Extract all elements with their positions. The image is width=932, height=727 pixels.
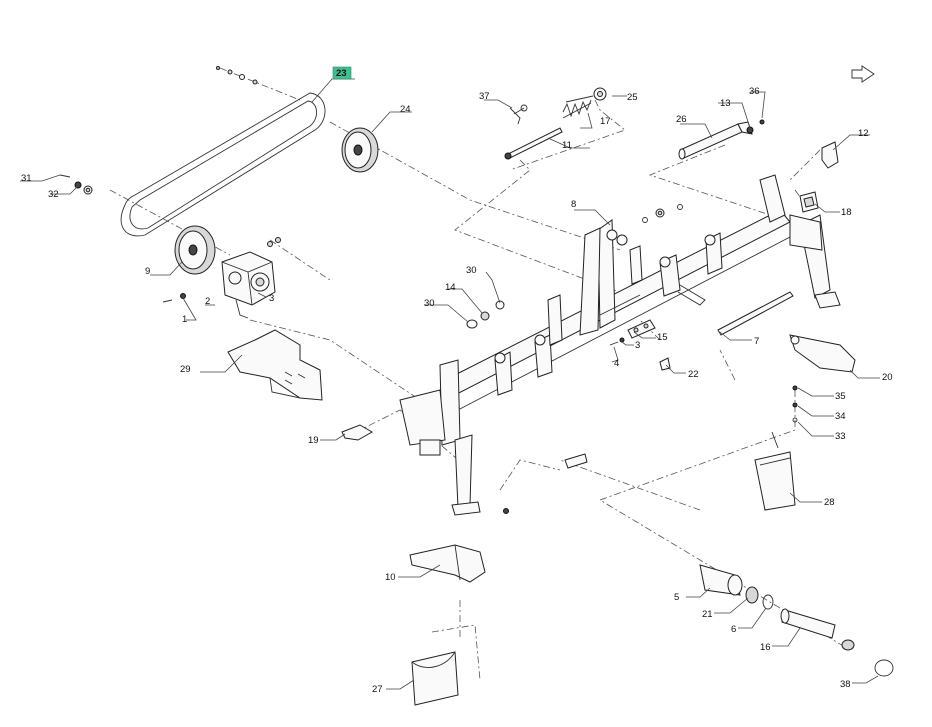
mounting-bracket[interactable]	[227, 329, 323, 401]
part-label-23[interactable]: 23	[336, 68, 347, 79]
highlighted-label-box	[332, 66, 352, 80]
tube-connector	[503, 453, 588, 514]
part-label-12[interactable]: 12	[858, 128, 869, 139]
part-label-35[interactable]: 35	[835, 391, 846, 402]
part-label-9[interactable]: 9	[145, 266, 150, 277]
part-label-20[interactable]: 20	[882, 372, 893, 383]
spring-clip[interactable]	[509, 104, 528, 125]
leader-lines	[20, 78, 880, 690]
part-label-38[interactable]: 38	[840, 679, 851, 690]
part-label-3[interactable]: 3	[269, 293, 274, 304]
part-label-8[interactable]: 8	[571, 199, 576, 210]
part-label-25[interactable]: 25	[627, 92, 638, 103]
part-label-18[interactable]: 18	[841, 207, 852, 218]
part-label-13[interactable]: 13	[720, 98, 731, 109]
part-label-15[interactable]: 15	[657, 332, 668, 343]
part-label-14[interactable]: 14	[445, 282, 456, 293]
part-label-33[interactable]: 33	[835, 431, 846, 442]
spring[interactable]	[562, 95, 594, 119]
guard-cover-28[interactable]	[754, 431, 796, 511]
washer-nut-13-36	[746, 119, 765, 134]
part-label-29[interactable]: 29	[180, 364, 191, 375]
tie-rod[interactable]	[717, 291, 794, 336]
square-plate[interactable]	[799, 191, 819, 213]
part-label-26[interactable]: 26	[676, 114, 687, 125]
drive-belt[interactable]	[120, 92, 326, 237]
main-frame[interactable]	[399, 174, 841, 516]
small-clip[interactable]	[659, 357, 671, 371]
pivot-shaft[interactable]	[678, 121, 753, 160]
part-label-31[interactable]: 31	[21, 173, 32, 184]
gearbox[interactable]	[221, 237, 281, 319]
part-label-16[interactable]: 16	[760, 642, 771, 653]
pulley-upper[interactable]	[341, 127, 379, 173]
seal-ring[interactable]	[745, 586, 774, 610]
angle-bracket[interactable]	[821, 141, 839, 169]
part-label-10[interactable]: 10	[385, 572, 396, 583]
part-label-4[interactable]: 4	[614, 358, 619, 369]
part-labels: 23 24 31 32 9 2 3 1 29 37 17 11 25 26 13…	[21, 66, 893, 695]
part-label-32[interactable]: 32	[48, 189, 59, 200]
part-label-34[interactable]: 34	[835, 411, 846, 422]
part-label-22[interactable]: 22	[688, 369, 699, 380]
rod[interactable]	[504, 127, 563, 160]
fasteners-33-35	[792, 385, 798, 423]
part-label-11[interactable]: 11	[562, 140, 572, 151]
small-bracket[interactable]	[341, 424, 373, 441]
part-label-21[interactable]: 21	[702, 609, 713, 620]
part-label-19[interactable]: 19	[308, 435, 319, 446]
part-label-6[interactable]: 6	[731, 624, 736, 635]
bearing-hub[interactable]	[699, 564, 743, 596]
part-label-2[interactable]: 2	[205, 296, 210, 307]
clamp-plate[interactable]	[627, 319, 656, 339]
part-label-1[interactable]: 1	[182, 314, 187, 325]
assembly-lines	[109, 67, 851, 651]
pulley-lower[interactable]	[174, 225, 216, 275]
part-label-30-lower[interactable]: 30	[424, 298, 435, 309]
part-label-24[interactable]: 24	[400, 104, 411, 115]
bolts-3-4	[609, 337, 625, 346]
part-label-7[interactable]: 7	[754, 336, 759, 347]
guard-cover-27[interactable]	[411, 624, 481, 706]
swing-bracket[interactable]	[789, 334, 856, 373]
part-label-28[interactable]: 28	[824, 497, 835, 508]
drive-shaft[interactable]	[780, 608, 855, 651]
support-bracket[interactable]	[409, 544, 486, 583]
part-label-36[interactable]: 36	[749, 86, 760, 97]
part-label-5[interactable]: 5	[674, 592, 679, 603]
bushings	[642, 204, 683, 223]
spring-cap[interactable]	[593, 87, 607, 101]
part-label-17[interactable]: 17	[600, 116, 611, 127]
snap-ring[interactable]	[874, 659, 894, 677]
washers-14-30	[466, 300, 505, 329]
part-label-27[interactable]: 27	[372, 684, 383, 695]
part-label-37[interactable]: 37	[479, 91, 490, 102]
part-label-3-frame[interactable]: 3	[635, 340, 640, 351]
part-label-30-upper[interactable]: 30	[466, 265, 477, 276]
view-orientation-arrow-icon[interactable]	[851, 65, 875, 83]
